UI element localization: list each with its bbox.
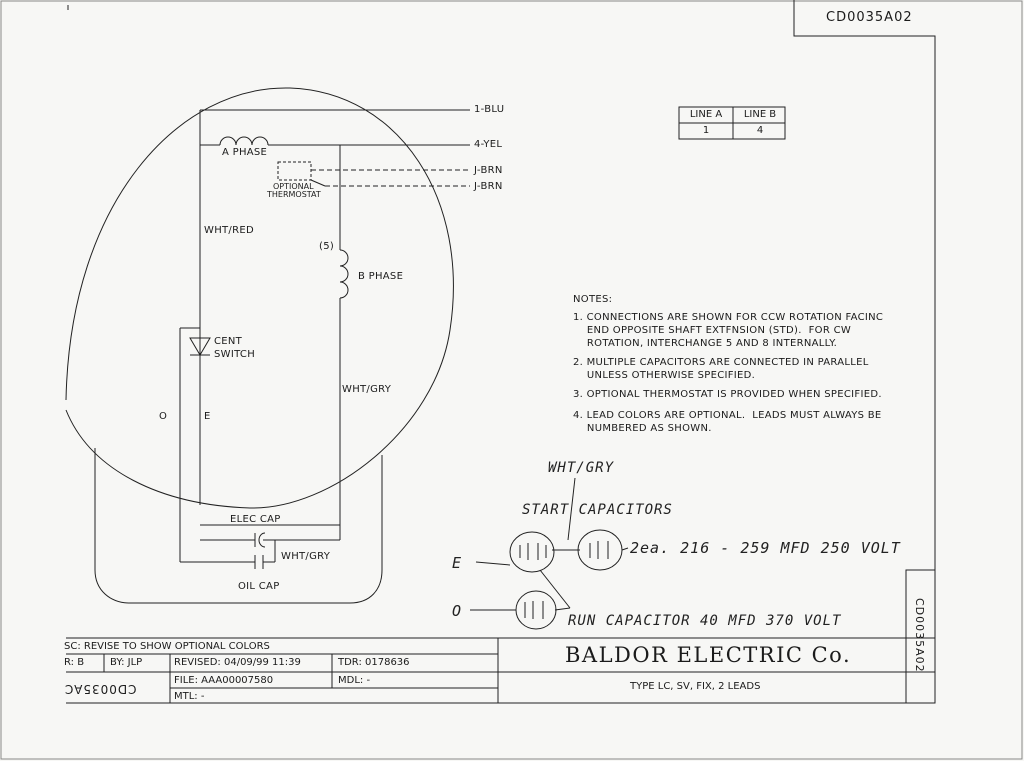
company-name: BALDOR ELECTRIC Co. bbox=[565, 643, 852, 667]
oil-cap-label: OIL CAP bbox=[238, 581, 280, 592]
lead-label-blu: 1-BLU bbox=[474, 104, 505, 115]
cent-label: CENT bbox=[214, 336, 243, 347]
lead-label-brn-1: J-BRN bbox=[474, 165, 503, 176]
line-b-value: 4 bbox=[756, 125, 764, 136]
wht-gry-cap-label: WHT/GRY bbox=[281, 551, 331, 562]
elec-cap-label: ELEC CAP bbox=[230, 514, 281, 525]
motor-type: TYPE LC, SV, FIX, 2 LEADS bbox=[630, 681, 761, 692]
handwritten-o: O bbox=[452, 602, 463, 620]
line-a-header: LINE A bbox=[689, 109, 723, 120]
handwritten-start-cap-spec: 2ea. 216 - 259 MFD 250 VOLT bbox=[630, 539, 901, 557]
file-number: FILE: AAA00007580 bbox=[174, 675, 274, 686]
vertical-drawing-number: CD0035A02 bbox=[913, 598, 926, 673]
optional-label: OPTIONAL bbox=[273, 182, 314, 191]
line-b-header: LINE B bbox=[743, 109, 777, 120]
note-2: 2. MULTIPLE CAPACITORS ARE CONNECTED IN … bbox=[573, 357, 869, 381]
note-1: 1. CONNECTIONS ARE SHOWN FOR CCW ROTATIO… bbox=[573, 312, 884, 349]
lead-label-brn-2: J-BRN bbox=[474, 181, 503, 192]
wht-gry-label: WHT/GRY bbox=[342, 384, 392, 395]
handwritten-e: E bbox=[452, 554, 463, 572]
lead-label-yel: 4-YEL bbox=[474, 139, 503, 150]
thermostat-label: THERMOSTAT bbox=[267, 190, 321, 199]
winding-number-label: (5) bbox=[319, 241, 335, 252]
note-4: 4. LEAD COLORS ARE OPTIONAL. LEADS MUST … bbox=[573, 410, 882, 434]
note-3: 3. OPTIONAL THERMOSTAT IS PROVIDED WHEN … bbox=[573, 389, 882, 400]
line-a-value: 1 bbox=[702, 125, 710, 136]
handwritten-wht-gry: WHT/GRY bbox=[548, 460, 615, 476]
revision-description: SC: REVISE TO SHOW OPTIONAL COLORS bbox=[64, 641, 270, 652]
wht-red-label: WHT/RED bbox=[204, 225, 254, 236]
revised-date: REVISED: 04/09/99 11:39 bbox=[174, 657, 301, 668]
revision-letter: R: B bbox=[64, 657, 85, 668]
revised-by: BY: JLP bbox=[110, 657, 143, 668]
notes-title: NOTES: bbox=[573, 294, 613, 305]
tdr-number: TDR: 0178636 bbox=[338, 657, 410, 668]
mtl-field: MTL: - bbox=[174, 691, 205, 702]
b-phase-label: B PHASE bbox=[358, 271, 404, 282]
flipped-drawing-number: CD0035AC bbox=[64, 682, 137, 696]
drawing-number: CD0035A02 bbox=[826, 10, 913, 25]
handwritten-start-capacitors: START CAPACITORS bbox=[522, 502, 673, 518]
terminal-e-label: E bbox=[204, 411, 211, 422]
mdl-field: MDL: - bbox=[338, 675, 371, 686]
terminal-o-label: O bbox=[159, 411, 168, 422]
handwritten-run-cap-spec: RUN CAPACITOR 40 MFD 370 VOLT bbox=[568, 613, 842, 629]
a-phase-label: A PHASE bbox=[222, 147, 268, 158]
switch-label: SWITCH bbox=[214, 349, 256, 360]
